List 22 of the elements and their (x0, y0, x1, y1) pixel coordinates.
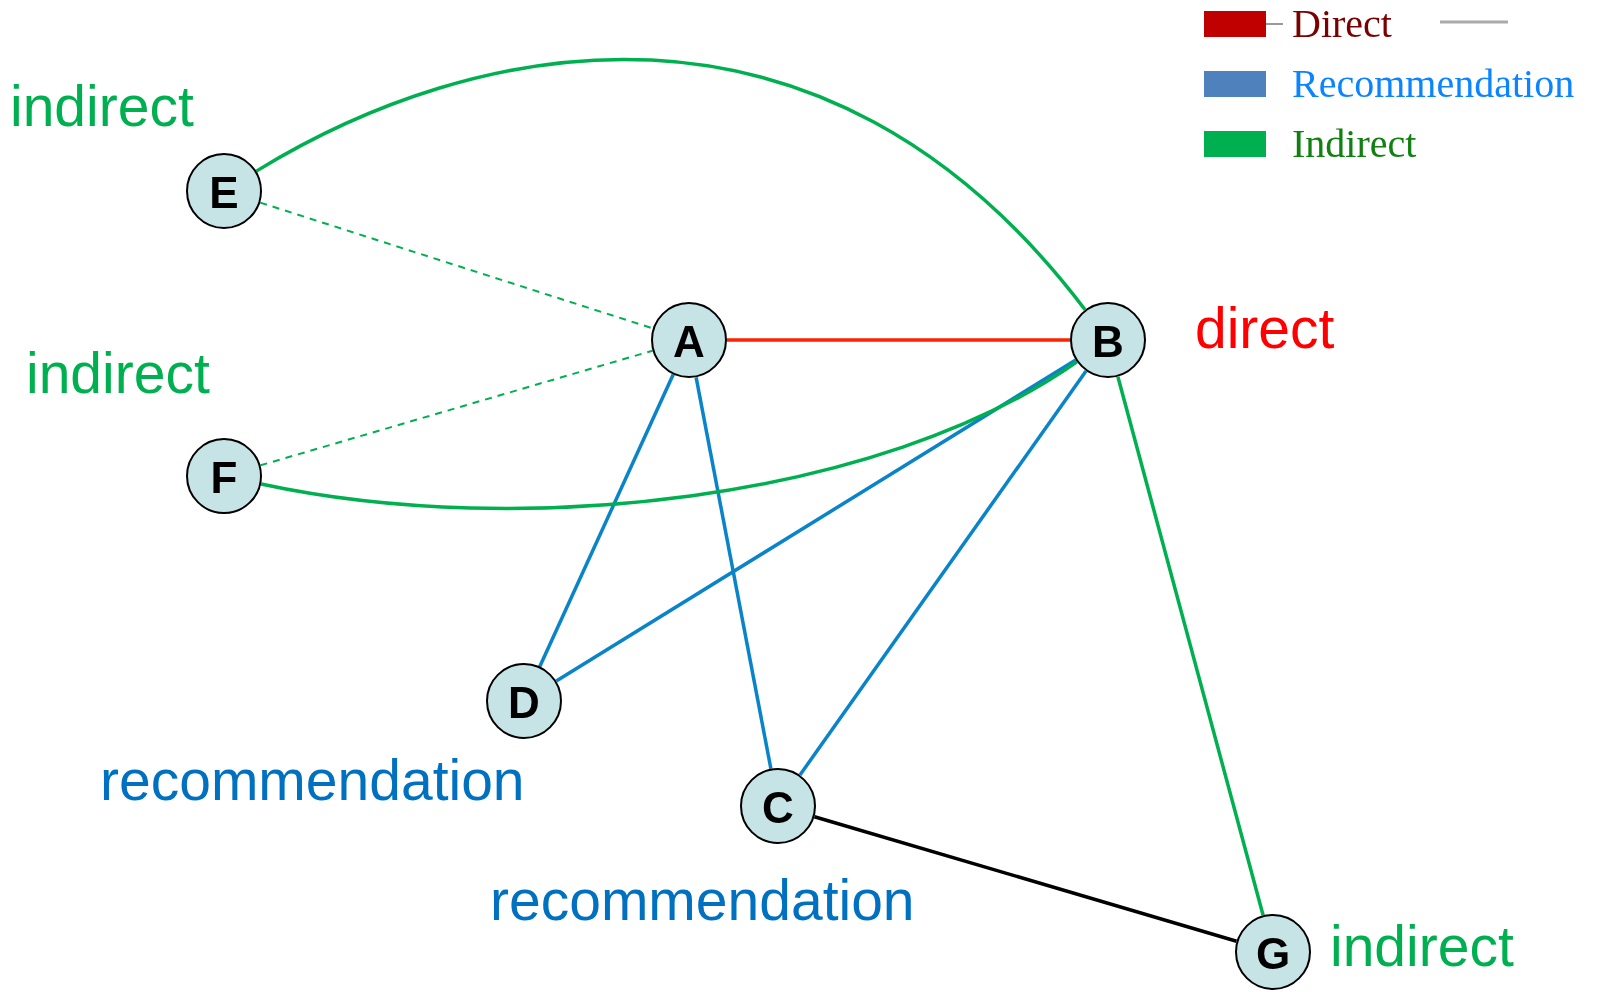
connector-line (1116, 376, 1265, 916)
edge-type-label: recommendation (490, 872, 915, 929)
connector-line (798, 370, 1088, 776)
node-letter: F (210, 456, 238, 500)
edge-type-label: indirect (10, 78, 194, 135)
edge-type-label: indirect (1330, 918, 1514, 975)
edge-type-label: indirect (26, 345, 210, 402)
node-letter: E (209, 171, 239, 215)
legend-text: Direct (1292, 4, 1392, 44)
connector-line (727, 338, 1070, 342)
connector-line (555, 358, 1077, 683)
node-letter: B (1092, 320, 1124, 364)
node-letter: D (508, 681, 540, 725)
edge-type-label: recommendation (100, 752, 525, 809)
connector-line (694, 377, 773, 769)
node-letter: C (762, 786, 794, 830)
node-letter: A (673, 320, 705, 364)
node-letter: G (1255, 932, 1291, 976)
connector-line (255, 58, 1087, 311)
legend-text: Indirect (1292, 124, 1417, 164)
legend-text: Recommendation (1292, 64, 1575, 104)
edge-type-label: direct (1195, 300, 1335, 357)
